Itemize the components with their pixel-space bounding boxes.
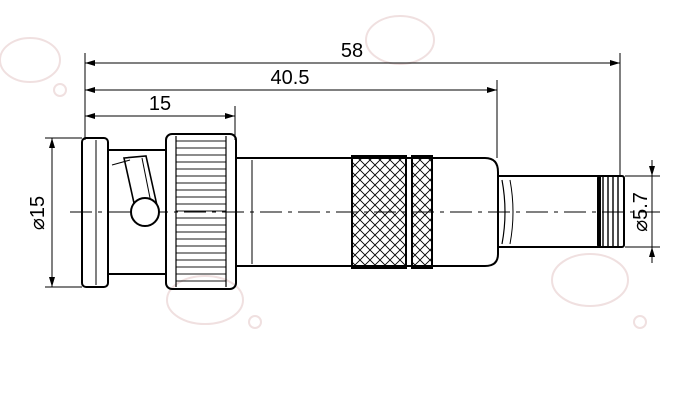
dim-label-dia-15: ⌀15 (27, 196, 49, 230)
dimension-lines (49, 60, 655, 287)
dim-label-40-5: 40.5 (271, 67, 310, 89)
dim-label-58: 58 (341, 40, 363, 62)
knurled-ring (411, 155, 433, 269)
dim-label-15: 15 (149, 93, 171, 115)
connector-body (81, 133, 625, 290)
main-body (235, 157, 499, 267)
strain-relief (597, 175, 625, 248)
dim-label-dia-5-7: ⌀5.7 (630, 192, 652, 232)
knurled-grip (351, 155, 407, 269)
cable-sleeve (498, 175, 601, 248)
bayonet-pin (130, 197, 160, 227)
